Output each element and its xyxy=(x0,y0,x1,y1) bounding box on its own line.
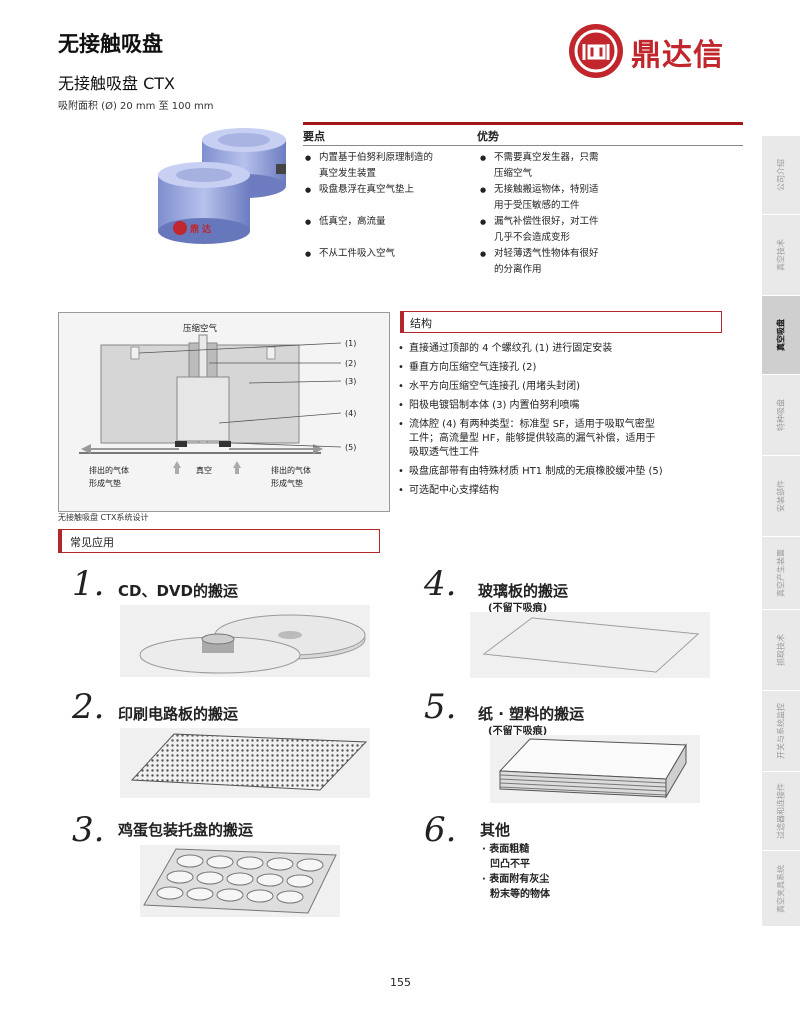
sidebar-tab-company[interactable]: 公司介绍 xyxy=(762,136,800,215)
sidebar-tab-filters[interactable]: 过滤器和连接件 xyxy=(762,772,800,851)
app-title: 印刷电路板的搬运 xyxy=(118,705,239,723)
sidebar-tab-special-cups[interactable]: 特种吸盘 xyxy=(762,375,800,456)
app-title: 其他 xyxy=(480,821,511,839)
point-item: 低真空，高流量 xyxy=(305,214,470,246)
glass-plate-image xyxy=(470,612,710,678)
callout-4: (4) xyxy=(345,409,356,418)
compressed-air-label: 压缩空气 xyxy=(183,323,218,334)
callout-1: (1) xyxy=(345,339,356,348)
sidebar-tab-mounting[interactable]: 安装部件 xyxy=(762,456,800,537)
app-subtitle: (不留下吸痕) xyxy=(488,603,548,614)
sidebar-tab-suction-cups[interactable]: 真空吸盘 xyxy=(762,296,800,375)
structure-item: 水平方向压缩空气连接孔 (用堵头封闭) xyxy=(398,380,738,394)
exhaust-right-line2: 形成气垫 xyxy=(271,478,303,488)
cd-dvd-image xyxy=(120,605,370,677)
structure-item: 阳极电镀铝制本体 (3) 内置伯努利喷嘴 xyxy=(398,399,738,413)
system-diagram: 压缩空气 (1) (2) (3) (4) (5) 排出的气体 形成气垫 真空 排… xyxy=(58,312,390,512)
brand-name: 鼎达信 xyxy=(631,38,724,73)
points-table-separator xyxy=(303,145,743,146)
app-number: 3. xyxy=(72,810,105,850)
structure-item: 吸盘底部带有由特殊材质 HT1 制成的无痕橡胶缓冲垫 (5) xyxy=(398,465,738,479)
advantage-item: 不需要真空发生器，只需 压缩空气 xyxy=(480,150,650,182)
product-subtitle: 无接触吸盘 CTX xyxy=(58,74,175,93)
applications-title: 常见应用 xyxy=(70,536,114,549)
egg-tray-image xyxy=(140,845,340,917)
diagram-caption: 无接触吸盘 CTX系统设计 xyxy=(58,513,149,522)
sidebar-tab-switches[interactable]: 开关与系统监控 xyxy=(762,691,800,772)
app-number: 4. xyxy=(424,564,457,604)
exhaust-left-line2: 形成气垫 xyxy=(89,478,121,488)
point-item: 不从工件吸入空气 xyxy=(305,246,470,278)
structure-item: 垂直方向压缩空气连接孔 (2) xyxy=(398,361,738,375)
app-title: 鸡蛋包装托盘的搬运 xyxy=(118,821,254,839)
sidebar-tab-generators[interactable]: 真空产生装置 xyxy=(762,537,800,610)
sidebar-tab-gripping[interactable]: 抓取技术 xyxy=(762,610,800,691)
structure-header: 结构 xyxy=(400,311,722,333)
point-item: 内置基于伯努利原理制造的 真空发生装置 xyxy=(305,150,470,182)
app-number: 6. xyxy=(424,810,457,850)
callout-2: (2) xyxy=(345,359,356,368)
advantage-item: 对轻薄透气性物体有很好 的分离作用 xyxy=(480,246,650,278)
product-label: 鼎 达 xyxy=(190,223,211,235)
brand-logo-icon xyxy=(569,24,623,78)
paper-stack-image xyxy=(490,735,700,803)
vacuum-label: 真空 xyxy=(196,465,212,475)
structure-item: 可选配中心支撑结构 xyxy=(398,484,738,498)
structure-item: 流体腔 (4) 有两种类型：标准型 SF，适用于吸取气密型 工件；高流量型 HF… xyxy=(398,418,738,460)
app-number: 2. xyxy=(72,687,105,727)
suction-area-spec: 吸附面积 (Ø) 20 mm 至 100 mm xyxy=(58,101,214,112)
structure-list: 直接通过顶部的 4 个螺纹孔 (1) 进行固定安装 垂直方向压缩空气连接孔 (2… xyxy=(398,342,738,503)
app-title: CD、DVD的搬运 xyxy=(118,582,238,600)
advantage-item: 漏气补偿性很好，对工件 几乎不会造成变形 xyxy=(480,214,650,246)
app-number: 5. xyxy=(424,687,457,727)
page-number: 155 xyxy=(390,976,411,989)
exhaust-left-line1: 排出的气体 xyxy=(89,465,129,475)
page-title: 无接触吸盘 xyxy=(58,32,163,56)
structure-item: 直接通过顶部的 4 个螺纹孔 (1) 进行固定安装 xyxy=(398,342,738,356)
cross-section-diagram: 压缩空气 (1) (2) (3) (4) (5) 排出的气体 形成气垫 真空 排… xyxy=(79,323,356,488)
point-item: 吸盘悬浮在真空气垫上 xyxy=(305,182,470,214)
other-applications: · 表面粗糙 凹凸不平 · 表面附有灰尘 粉末等的物体 xyxy=(482,844,550,900)
sidebar-tab-vacuum-tech[interactable]: 真空技术 xyxy=(762,215,800,296)
advantages-header: 优势 xyxy=(477,130,499,143)
product-photo: 鼎 达 xyxy=(158,128,286,244)
callout-3: (3) xyxy=(345,377,356,386)
callout-5: (5) xyxy=(345,443,356,452)
circuit-board-image xyxy=(120,728,370,798)
points-list: 内置基于伯努利原理制造的 真空发生装置 吸盘悬浮在真空气垫上 低真空，高流量 不… xyxy=(305,150,470,278)
exhaust-right-line1: 排出的气体 xyxy=(271,465,311,475)
points-header: 要点 xyxy=(303,130,325,143)
app-title: 纸 · 塑料的搬运 xyxy=(478,705,585,723)
advantage-item: 无接触搬运物体，特别适 用于受压敏感的工件 xyxy=(480,182,650,214)
section-sidebar: 公司介绍 真空技术 真空吸盘 特种吸盘 安装部件 真空产生装置 抓取技术 开关与… xyxy=(762,136,800,927)
sidebar-tab-clamping[interactable]: 真空夹具系统 xyxy=(762,851,800,927)
points-table-rule xyxy=(303,122,743,125)
applications-header: 常见应用 xyxy=(58,529,380,553)
app-title: 玻璃板的搬运 xyxy=(478,582,569,600)
structure-title: 结构 xyxy=(410,317,432,330)
app-number: 1. xyxy=(72,564,105,604)
brand-logo: 鼎达信 xyxy=(567,22,757,82)
app-subtitle: (不留下吸痕) xyxy=(488,726,548,737)
advantages-list: 不需要真空发生器，只需 压缩空气 无接触搬运物体，特别适 用于受压敏感的工件 漏… xyxy=(480,150,650,278)
